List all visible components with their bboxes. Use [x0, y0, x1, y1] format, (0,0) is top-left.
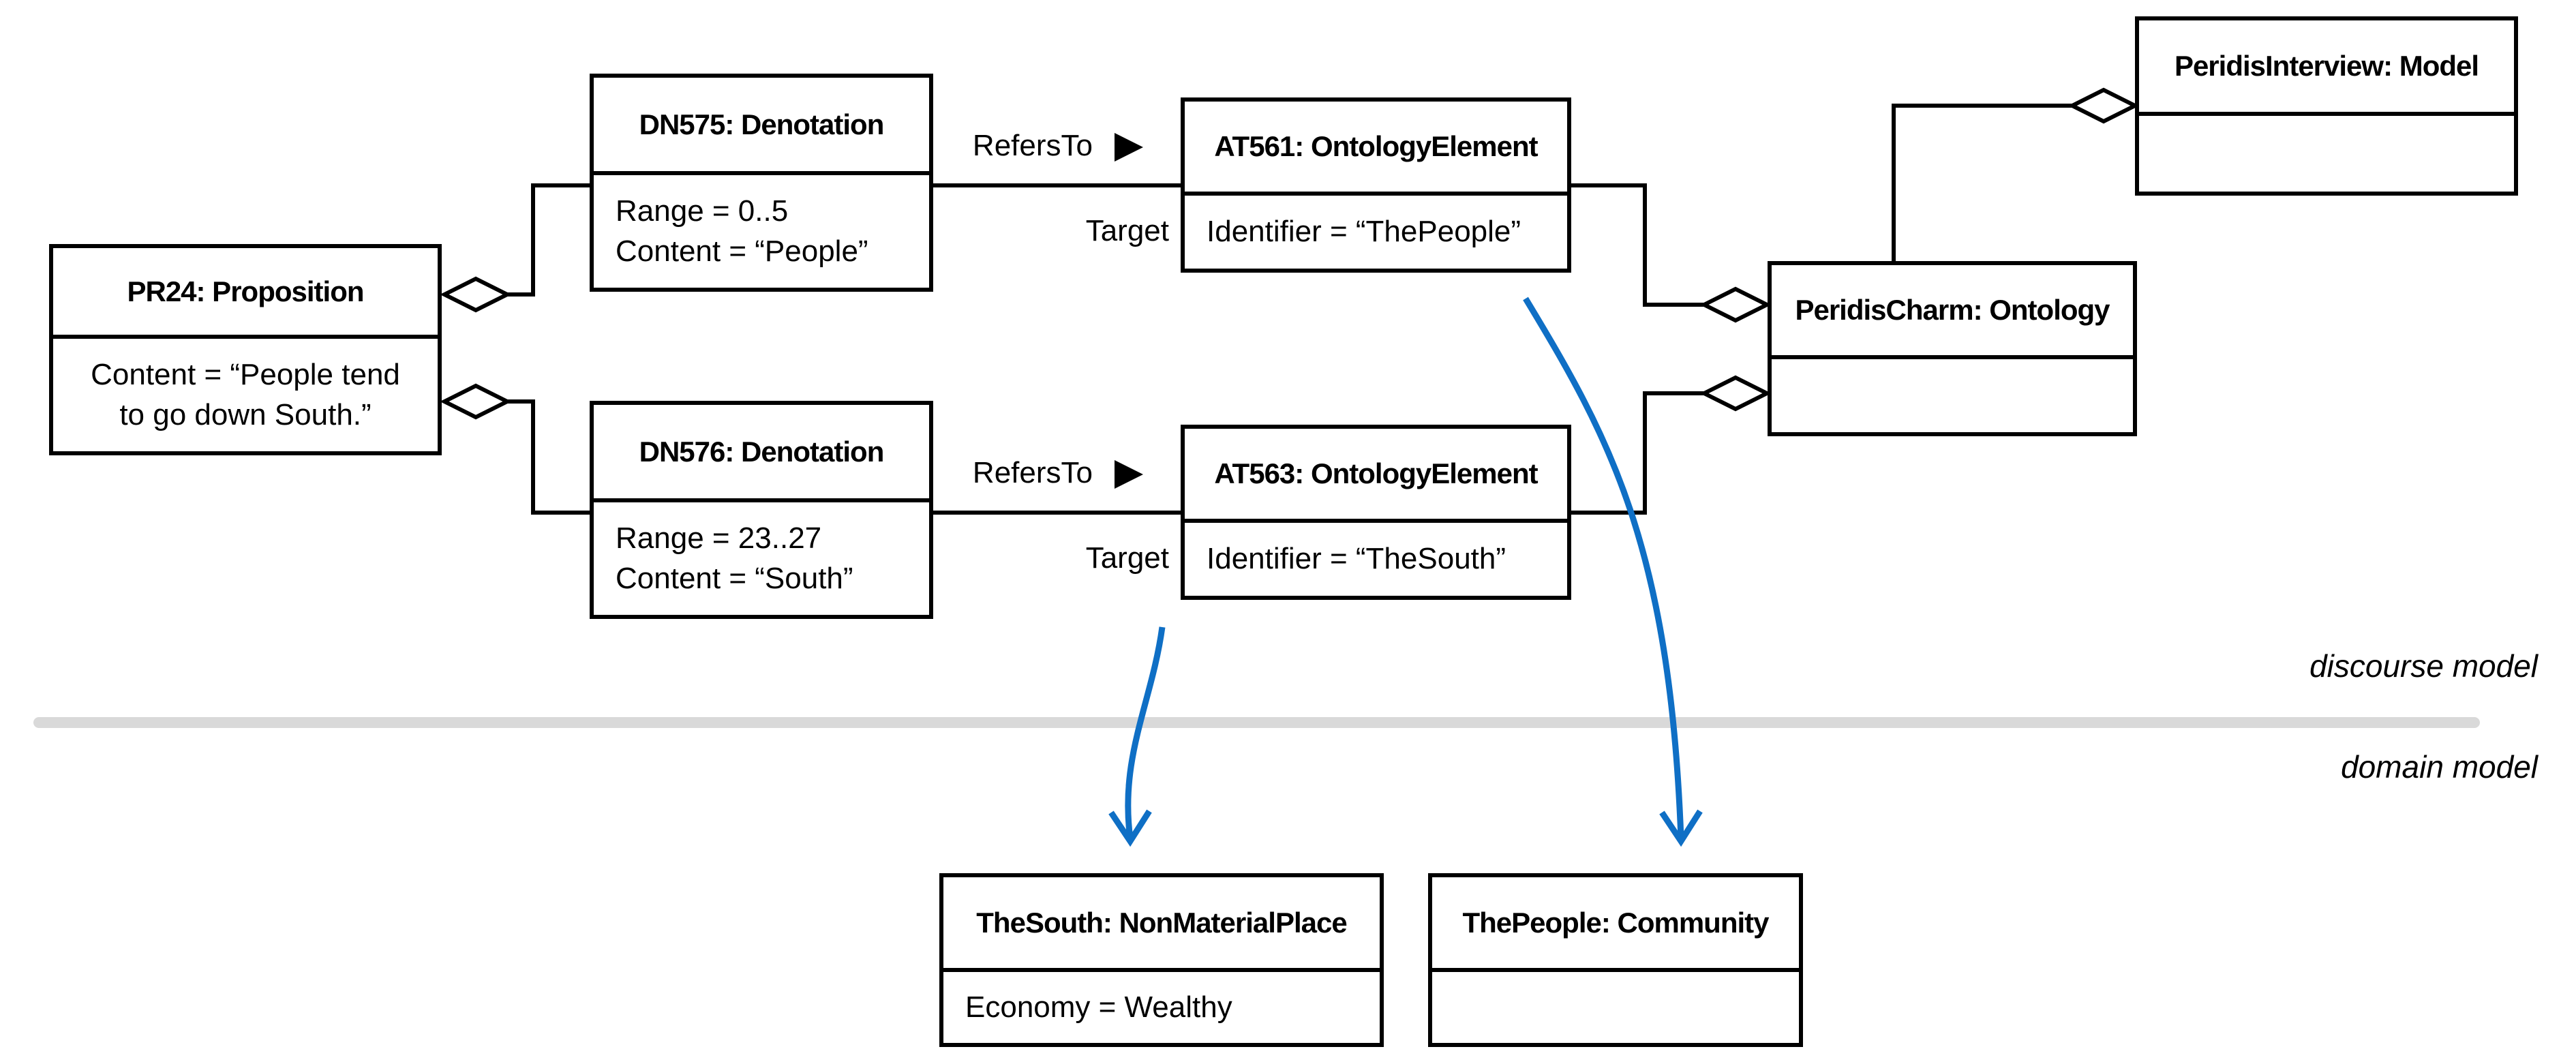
target-label: Target: [1085, 214, 1169, 247]
connector-pr24-dn576: [507, 399, 590, 515]
node-title: PR24: Proposition: [53, 248, 438, 339]
refers-to-direction-icon: [1115, 460, 1143, 489]
node-title: PeridisInterview: Model: [2139, 20, 2514, 116]
node-attributes-empty: [1772, 359, 2133, 432]
refers-to-label: RefersTo: [972, 129, 1093, 162]
attribute-line: Range = 23..27: [616, 521, 822, 556]
node-at563-ontologyelement: AT563: OntologyElement Identifier = “The…: [1181, 425, 1571, 600]
node-attributes: Identifier = “TheSouth”: [1185, 523, 1567, 596]
node-dn575-denotation: DN575: Denotation Range = 0..5 Content =…: [590, 74, 933, 292]
connector-peridischarm-peridisinterview: [1892, 104, 2072, 261]
attribute-line: Identifier = “TheSouth”: [1207, 542, 1506, 576]
reference-arrowhead-icon: [1659, 809, 1703, 847]
node-dn576-denotation: DN576: Denotation Range = 23..27 Content…: [590, 401, 933, 619]
aggregation-diamond-icon: [2067, 87, 2140, 124]
node-attributes: Economy = Wealthy: [943, 972, 1380, 1043]
attribute-line: Content = “South”: [616, 561, 853, 595]
attribute-line: Content = “People tend: [91, 358, 400, 392]
node-title: TheSouth: NonMaterialPlace: [943, 877, 1380, 972]
node-title: AT561: OntologyElement: [1185, 102, 1567, 196]
reference-arrow-at561-thepeople: [1523, 297, 1684, 839]
target-label: Target: [1085, 541, 1169, 575]
refers-to-label: RefersTo: [972, 456, 1093, 489]
node-title: DN576: Denotation: [594, 405, 929, 502]
node-attributes: Content = “People tend to go down South.…: [53, 339, 438, 451]
node-at561-ontologyelement: AT561: OntologyElement Identifier = “The…: [1181, 97, 1571, 273]
refers-to-direction-icon: [1115, 133, 1143, 162]
attribute-line: Range = 0..5: [616, 194, 789, 228]
aggregation-diamond-icon: [440, 383, 512, 420]
reference-arrowhead-icon: [1108, 809, 1152, 847]
node-peridischarm-ontology: PeridisCharm: Ontology: [1768, 261, 2137, 436]
discourse-model-region-label: discourse model: [2309, 648, 2538, 684]
connector-at561-peridischarm: [1571, 183, 1704, 307]
node-title: PeridisCharm: Ontology: [1772, 265, 2133, 359]
node-attributes: Range = 0..5 Content = “People”: [594, 175, 929, 288]
node-attributes: Identifier = “ThePeople”: [1185, 196, 1567, 269]
attribute-line: Economy = Wealthy: [965, 990, 1232, 1024]
node-pr24-proposition: PR24: Proposition Content = “People tend…: [49, 244, 442, 455]
aggregation-diamond-icon: [1699, 375, 1772, 412]
node-title: DN575: Denotation: [594, 78, 929, 175]
node-attributes-empty: [1432, 972, 1799, 1043]
reference-arrow-at563-thesouth: [1125, 626, 1166, 839]
node-attributes: Range = 23..27 Content = “South”: [594, 502, 929, 615]
node-attributes-empty: [2139, 116, 2514, 192]
connector-pr24-dn575: [507, 183, 590, 297]
aggregation-diamond-icon: [440, 276, 512, 313]
aggregation-diamond-icon: [1699, 286, 1772, 323]
node-thepeople-community: ThePeople: Community: [1428, 873, 1803, 1047]
attribute-line: to go down South.”: [119, 397, 372, 431]
attribute-line: Content = “People”: [616, 234, 868, 268]
node-title: AT563: OntologyElement: [1185, 429, 1567, 523]
attribute-line: Identifier = “ThePeople”: [1207, 215, 1521, 249]
node-peridisinterview-model: PeridisInterview: Model: [2135, 16, 2518, 196]
domain-model-region-label: domain model: [2341, 749, 2538, 785]
node-title: ThePeople: Community: [1432, 877, 1799, 972]
connector-at563-peridischarm: [1571, 391, 1704, 515]
node-thesouth-nonmaterialplace: TheSouth: NonMaterialPlace Economy = Wea…: [939, 873, 1384, 1047]
